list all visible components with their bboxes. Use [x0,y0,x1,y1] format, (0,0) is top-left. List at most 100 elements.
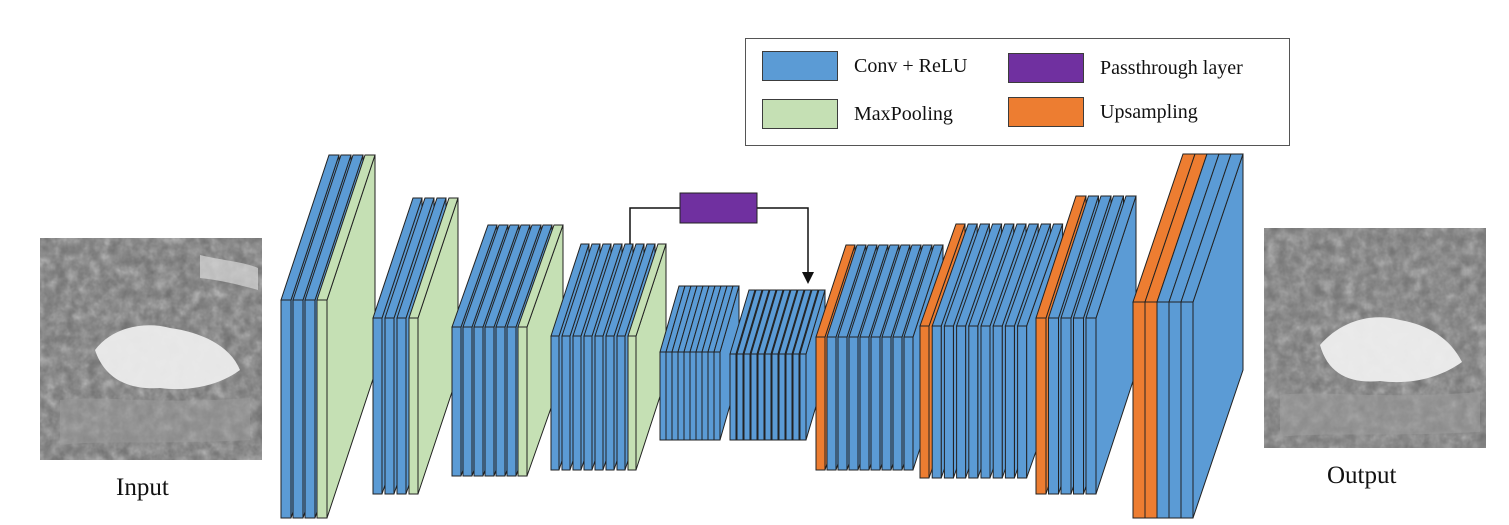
conv-layer-front [683,351,691,441]
legend-label-passthrough: Passthrough layer [1100,56,1243,79]
conv-layer-front [903,336,914,471]
conv-layer-front [1004,325,1015,479]
conv-layer-front [484,326,495,477]
encoder-decoder-block-5 [659,285,740,441]
conv-layer-front [671,351,679,441]
conv-layer-front [1156,301,1170,519]
legend-label-maxpooling: MaxPooling [854,102,953,125]
conv-layer-front [396,317,407,495]
conv-layer-front [372,317,383,495]
encoder-decoder-block-8 [919,223,1064,479]
legend-item-upsampling: Upsampling [1008,97,1198,127]
legend-label-conv: Conv + ReLU [854,54,968,77]
conv-layer-front [892,336,903,471]
conv-layer-front [785,353,793,441]
conv-layer-front [583,335,593,471]
output-image [1264,228,1486,448]
conv-layer-front [1085,317,1097,495]
input-label: Input [116,474,169,501]
conv-layer-front [292,299,304,519]
legend-swatch-conv [762,51,838,81]
conv-layer [1180,153,1244,519]
upsample-layer-front [1035,317,1047,495]
conv-layer-front [992,325,1003,479]
conv-layer [1085,195,1137,495]
legend-item-passthrough: Passthrough layer [1008,53,1243,83]
conv-layer-front [931,325,942,479]
output-label: Output [1327,462,1397,489]
conv-layer-front [943,325,954,479]
conv-layer-front [956,325,967,479]
maxpool-layer [517,224,564,477]
conv-layer-front [1017,325,1028,479]
conv-layer-front [771,353,779,441]
legend-item-conv: Conv + ReLU [762,51,968,81]
encoder-decoder-block-9 [1035,195,1137,495]
conv-layer-front [695,351,703,441]
legend-swatch-maxpooling [762,99,838,129]
conv-layer-front [713,351,721,441]
conv-layer-front [550,335,560,471]
passthrough-layer [679,192,758,224]
encoder-decoder-block-3 [451,224,564,477]
conv-layer-front [870,336,881,471]
conv-layer-front [792,353,800,441]
conv-layer-front [506,326,517,477]
conv-layer-front [451,326,462,477]
conv-layer-front [665,351,673,441]
upsample-layer-front [1144,301,1158,519]
conv-layer-front [736,353,744,441]
conv-layer-front [778,353,786,441]
encoder-decoder-block-1 [280,154,376,519]
legend: Conv + ReLU Passthrough layer MaxPooling… [745,38,1290,146]
upsample-layer-front [1132,301,1146,519]
conv-layer-front [561,335,571,471]
conv-layer-front [384,317,395,495]
conv-layer-front [743,353,751,441]
conv-layer-front [729,353,737,441]
conv-layer-front [1060,317,1072,495]
conv-layer-front [1168,301,1182,519]
maxpool-layer-front [517,326,528,477]
conv-layer-front [980,325,991,479]
conv-layer-front [659,351,667,441]
legend-item-maxpooling: MaxPooling [762,99,953,129]
conv-layer-front [1180,301,1194,519]
conv-layer-front [689,351,697,441]
conv-layer-front [1073,317,1084,495]
conv-layer-front [826,336,837,471]
conv-layer-front [881,336,892,471]
maxpool-layer-front [408,317,419,495]
conv-layer-front [701,351,709,441]
conv-layer-front [968,325,979,479]
encoder-decoder-block-10 [1132,153,1244,519]
maxpool-layer [316,154,376,519]
passthrough-arrow [757,207,814,284]
upsample-layer-front [919,325,930,479]
conv-layer-front [280,299,292,519]
conv-layer-front [837,336,848,471]
conv-layer-front [572,335,582,471]
conv-layer-front [848,336,859,471]
conv-layer-front [495,326,506,477]
encoder-decoder-block-4 [550,243,667,471]
conv-layer-front [677,351,685,441]
conv-layer-front [707,351,715,441]
conv-layer-front [473,326,484,477]
legend-swatch-upsampling [1008,97,1084,127]
conv-layer-front [605,335,615,471]
input-image [40,238,262,460]
conv-layer-front [304,299,316,519]
conv-layer-front [799,353,807,441]
conv-layer-front [764,353,772,441]
maxpool-layer-front [627,335,637,471]
passthrough-line-left [629,207,680,244]
encoder-decoder-block-6 [729,289,826,441]
conv-layer-front [859,336,870,471]
conv-layer-front [757,353,765,441]
maxpool-layer-front [316,299,328,519]
conv-layer-front [616,335,626,471]
legend-swatch-passthrough [1008,53,1084,83]
conv-layer-front [1048,317,1059,495]
